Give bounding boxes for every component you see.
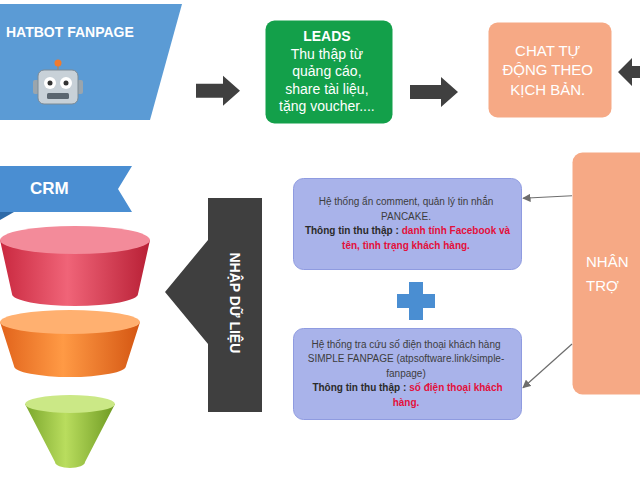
heading-text: NHẬP DỮ LIỆU — [227, 253, 243, 354]
crm-ribbon-fill — [0, 166, 132, 212]
block-arrow — [196, 76, 240, 106]
leads-box: LEADSThu thập từ quảng cáo, share tài li… — [265, 20, 393, 124]
text-body: Hệ thống tra cứu số điện thoại khách hàn… — [303, 338, 512, 411]
auto-chat-box-fill — [489, 23, 612, 118]
chatbot-parallelogram: HATBOT FANPAGE — [0, 4, 182, 120]
robot-eye — [60, 77, 72, 89]
body-text: Thu thập từ quảng cáo, share tài liệu, t… — [273, 46, 381, 116]
arrow-line — [523, 344, 572, 388]
body-text: CHAT TỰ ĐỘNG THEO KỊCH BẢN. — [498, 41, 598, 100]
text-body: Hệ thống ẩn comment, quản lý tin nhắn PA… — [303, 195, 512, 253]
funnel-bottom — [25, 404, 115, 468]
plus-sign — [397, 282, 435, 320]
funnel — [0, 226, 150, 468]
text-holder: NHÂN TRỢ — [572, 152, 640, 395]
funnel-top-rim — [0, 226, 150, 254]
pancake-box-fill — [294, 179, 522, 270]
text-holder: Hệ thống ẩn comment, quản lý tin nhắn PA… — [293, 178, 522, 270]
text-holder: HATBOT FANPAGE — [0, 4, 182, 120]
text-holder: Hệ thống tra cứu số điện thoại khách hàn… — [293, 328, 522, 420]
arrow-line — [523, 196, 572, 199]
incoming-arrow — [618, 58, 640, 86]
heading-text: CRM — [30, 178, 127, 199]
text-body: CRM — [30, 178, 132, 199]
pancake-box: Hệ thống ẩn comment, quản lý tin nhắn PA… — [293, 178, 522, 270]
staff-box: NHÂN TRỢ — [572, 152, 640, 395]
funnel-bottom-rim — [25, 395, 115, 413]
block-arrow — [410, 77, 458, 107]
shape-outline — [165, 198, 262, 412]
text-holder: LEADSThu thập từ quảng cáo, share tài li… — [265, 20, 393, 124]
funnel-middle-rim — [0, 310, 140, 334]
robot-pupil — [48, 81, 53, 86]
body-text: Hệ thống tra cứu số điện thoại khách hàn… — [303, 338, 509, 382]
heading-text: số điện thoại khách hàng. — [393, 382, 503, 408]
ribbon-fold — [0, 212, 14, 220]
robot-mouth — [47, 93, 69, 99]
body-text: Hệ thống ẩn comment, quản lý tin nhắn PA… — [303, 195, 509, 224]
plus-horizontal — [397, 294, 435, 308]
text-body: HATBOT FANPAGE — [6, 24, 178, 42]
robot-eye — [44, 77, 56, 89]
text-body: NHÂN TRỢ — [586, 250, 636, 298]
robot-antenna-ball — [55, 60, 62, 67]
simple-fanpage-box: Hệ thống tra cứu số điện thoại khách hàn… — [293, 328, 522, 420]
input-data-arrow-fill — [165, 198, 262, 412]
shape-outline — [572, 152, 640, 395]
input-data-arrow: NHẬP DỮ LIỆU — [165, 198, 262, 412]
text-holder: NHẬP DỮ LIỆU — [227, 253, 243, 358]
crm-ribbon: CRM — [0, 166, 132, 212]
heading-text: Thông tin thu thập : — [305, 225, 399, 236]
simple-fanpage-box-fill — [294, 329, 522, 420]
auto-chat-box: CHAT TỰ ĐỘNG THEO KỊCH BẢN. — [488, 22, 612, 118]
robot-head — [38, 70, 78, 104]
heading-text: LEADS — [273, 28, 381, 46]
shape-outline — [0, 4, 182, 120]
heading-text: HATBOT FANPAGE — [6, 24, 134, 40]
robot-pupil — [64, 81, 69, 86]
text-holder: CRM — [0, 166, 132, 212]
text-body: CHAT TỰ ĐỘNG THEO KỊCH BẢN. — [498, 41, 602, 100]
shape-outline — [293, 178, 522, 270]
text-holder: CHAT TỰ ĐỘNG THEO KỊCH BẢN. — [488, 22, 612, 118]
chatbot-parallelogram-fill — [0, 4, 182, 120]
heading-text: Thông tin thu thập : — [312, 382, 406, 393]
staff-box-fill — [573, 153, 640, 395]
text-body: LEADSThu thập từ quảng cáo, share tài li… — [273, 28, 385, 116]
body-text: NHÂN TRỢ — [586, 250, 632, 298]
leads-box-fill — [266, 21, 393, 124]
